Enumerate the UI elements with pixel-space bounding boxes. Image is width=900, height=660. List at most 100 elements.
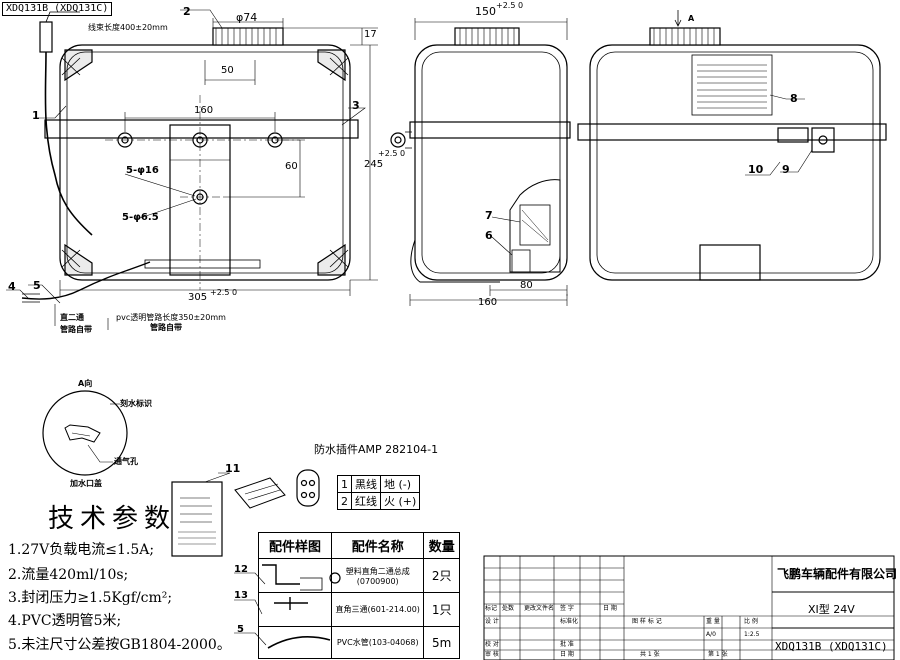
tb-stage: A/0 xyxy=(706,631,716,638)
part-name: 直角三通(601-214.00) xyxy=(331,592,425,627)
rear-view-tank xyxy=(577,10,887,281)
tb-header-3: 签 字 xyxy=(560,605,574,612)
dim-50: 50 xyxy=(221,65,234,76)
pin-number: 2 xyxy=(337,492,352,510)
note-cable-tie-1: 直二通 xyxy=(60,313,84,322)
header-image: 配件样图 xyxy=(257,532,333,559)
product-model: XI型 24V xyxy=(808,603,855,616)
dim-245: 245 xyxy=(364,159,384,170)
tb-scale: 1:2.5 xyxy=(744,631,760,638)
dim-305-tol: +2.5 0 xyxy=(210,288,238,297)
dim-160: 160 xyxy=(194,105,214,116)
part-qty: 5m xyxy=(423,626,460,659)
callout-6: 6 xyxy=(485,229,493,242)
tb-role-design: 设 计 xyxy=(485,618,499,625)
header-qty: 数量 xyxy=(423,532,460,559)
dim-60: 60 xyxy=(285,161,298,172)
callout-1: 1 xyxy=(32,109,40,122)
parts-table: 配件样图 配件名称 数量 塑料直角二通总成 (0700900) 2只 直角三通(… xyxy=(257,532,460,659)
side-view-tank xyxy=(390,18,571,306)
wire-function: 地 (-) xyxy=(379,475,421,493)
tb-sheet-total: 共 1 张 xyxy=(640,651,660,658)
tb-role-review: 审 核 xyxy=(485,651,499,658)
part-name: 塑料直角二通总成 (0700900) xyxy=(331,558,425,593)
tb-mid-scale: 比 例 xyxy=(744,618,758,625)
dim-150-tol: +2.5 0 xyxy=(496,1,524,10)
top-left-code: XDQ131B (XDQ131C) xyxy=(2,2,113,16)
dim-17: 17 xyxy=(364,29,377,40)
note-pvc-length: pvc透明管路长度350±20mm xyxy=(116,313,226,322)
drawing-number: XDQ131B (XDQ131C) xyxy=(775,640,888,653)
dim-150: 150 xyxy=(475,5,496,18)
view-a-cap xyxy=(42,390,128,476)
callout-8: 8 xyxy=(790,92,798,105)
spec-title: 技术参数 xyxy=(48,504,177,534)
note-filler-cap: 加水口盖 xyxy=(70,479,102,488)
dim-cap-diameter: φ74 xyxy=(236,11,258,24)
view-a-arrow-label: A xyxy=(688,14,695,23)
part-qty: 2只 xyxy=(423,558,460,593)
spec-line-3: 3.封闭压力≥1.5Kgf/cm²; xyxy=(8,590,173,606)
dim-bottom-160: 160 xyxy=(478,297,498,308)
table-row: 塑料直角二通总成 (0700900) 2只 xyxy=(257,558,460,593)
connector-pin-table: 1 黑线 地 (-) 2 红线 火 (+) xyxy=(337,475,421,510)
tb-role-approve: 批 准 xyxy=(560,641,574,648)
wire-color: 红线 xyxy=(351,492,381,510)
callout-5: 5 xyxy=(33,279,41,292)
wire-color: 黑线 xyxy=(351,475,381,493)
front-view-dimensions xyxy=(6,9,378,330)
note-cable-tie-2: 管路自带 xyxy=(150,323,182,332)
spec-line-2: 2.流量420ml/10s; xyxy=(8,567,129,583)
tb-role-date: 日 期 xyxy=(560,651,574,658)
connector-sketch xyxy=(234,469,320,509)
table-row: 2 红线 火 (+) xyxy=(337,492,421,510)
callout-9: 9 xyxy=(782,163,790,176)
table-row: 1 黑线 地 (-) xyxy=(337,475,421,493)
spec-line-4: 4.PVC透明管5米; xyxy=(8,613,122,629)
pin-number: 1 xyxy=(337,475,352,493)
callout-2: 2 xyxy=(183,5,191,18)
callout-4: 4 xyxy=(8,280,16,293)
part-code: (0700900) xyxy=(356,576,399,586)
title-block-frame xyxy=(483,555,895,660)
tb-role-standard: 标准化 xyxy=(560,618,579,625)
tb-role-check: 校 对 xyxy=(485,641,499,648)
part-name-line: 塑料直角二通总成 xyxy=(345,566,410,576)
tb-header-2: 更改文件名 xyxy=(524,605,555,612)
callout-13: 13 xyxy=(234,590,248,601)
header-name: 配件名称 xyxy=(331,532,425,559)
dim-245-tol: +2.5 0 xyxy=(378,149,406,158)
note-pipe-tie: 管路自带 xyxy=(60,325,92,334)
view-a-title: A向 xyxy=(78,379,93,388)
label-card xyxy=(171,472,231,557)
part-name: PVC水管(103-04068) xyxy=(331,626,425,659)
callout-11: 11 xyxy=(225,462,241,475)
company-name: 飞鹏车辆配件有限公司 xyxy=(777,567,898,581)
note-vent-hole: 通气孔 xyxy=(114,457,138,466)
callout-7: 7 xyxy=(485,209,493,222)
table-row: PVC水管(103-04068) 5m xyxy=(257,626,460,659)
wire-function: 火 (+) xyxy=(379,492,421,510)
spec-line-1: 1.27V负载电流≤1.5A; xyxy=(8,542,155,558)
front-view-tank xyxy=(21,11,359,303)
note-harness-length: 线束长度400±20mm xyxy=(88,23,168,32)
tb-header-0: 标记 xyxy=(485,605,498,612)
callout-10: 10 xyxy=(748,163,764,176)
connector-title: 防水插件AMP 282104-1 xyxy=(314,443,439,456)
part-qty: 1只 xyxy=(423,592,460,627)
part-image-cell xyxy=(257,558,333,593)
table-header: 配件样图 配件名称 数量 xyxy=(257,532,460,559)
part-image-cell xyxy=(257,626,333,659)
tb-header-4: 日 期 xyxy=(603,605,617,612)
callout-12: 12 xyxy=(234,564,248,575)
spec-line-5: 5.未注尺寸公差按GB1804-2000。 xyxy=(8,637,231,653)
tb-mid-weight: 重 量 xyxy=(706,618,720,625)
tb-mid-mark: 图 样 标 记 xyxy=(632,618,662,625)
tb-header-1: 处数 xyxy=(502,605,515,612)
dim-80: 80 xyxy=(520,280,533,291)
dim-holes-16: 5-φ16 xyxy=(126,165,159,176)
table-row: 直角三通(601-214.00) 1只 xyxy=(257,592,460,627)
tb-sheet-no: 第 1 张 xyxy=(708,651,728,658)
callout-5-parts: 5 xyxy=(237,624,244,635)
